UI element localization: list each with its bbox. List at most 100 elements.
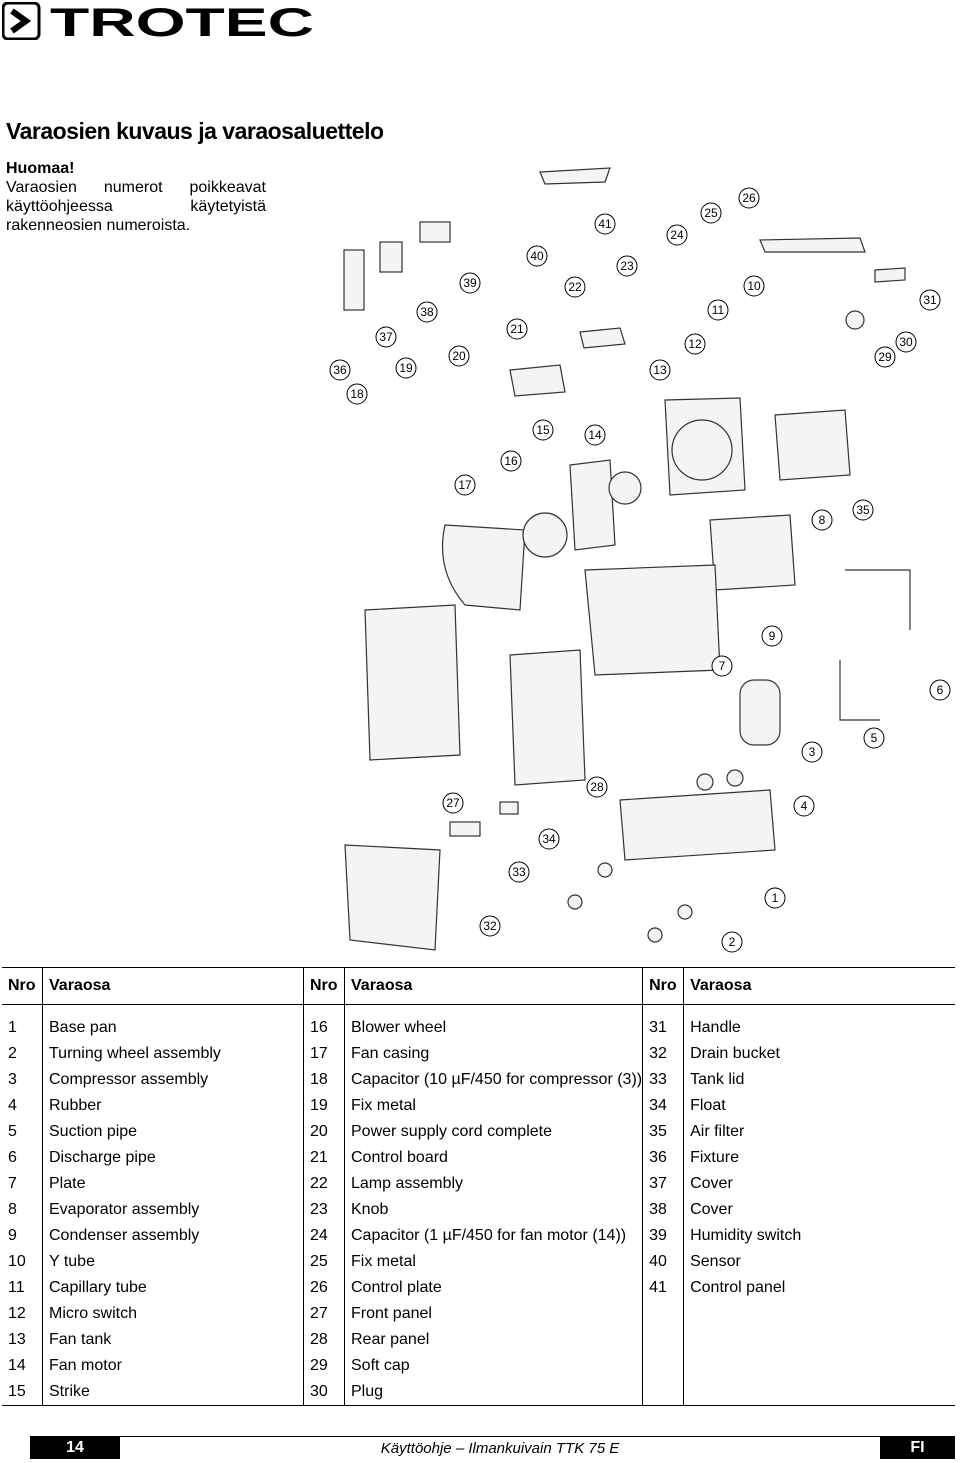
svg-text:21: 21 — [510, 322, 524, 336]
callout-7: 7 — [711, 655, 733, 677]
callout-22: 22 — [564, 276, 586, 298]
part-name-cell — [683, 1353, 955, 1379]
part-name-cell: Blower wheel — [343, 1004, 643, 1041]
header-part-3: Varaosa — [683, 967, 955, 1005]
svg-text:28: 28 — [590, 780, 604, 794]
part-number-cell: 32 — [642, 1041, 684, 1067]
svg-text:22: 22 — [568, 280, 582, 294]
part-name-cell: Evaporator assembly — [42, 1197, 304, 1223]
part-name-cell: Fan motor — [42, 1353, 304, 1379]
svg-text:23: 23 — [620, 259, 634, 273]
svg-text:1: 1 — [772, 891, 779, 905]
part-name-cell: Cover — [683, 1171, 955, 1197]
part-number-cell: 35 — [642, 1119, 684, 1145]
svg-text:2: 2 — [729, 935, 736, 949]
part-suction-pipe — [839, 660, 880, 721]
svg-text:3: 3 — [809, 745, 816, 759]
part-number-cell: 39 — [642, 1223, 684, 1249]
callout-39: 39 — [459, 272, 481, 294]
part-compressor — [739, 679, 781, 746]
callouts: 1 2 3 4 5 6 7 8 9 10 11 12 13 14 15 16 1… — [329, 187, 951, 953]
part-name-cell: Fix metal — [343, 1249, 643, 1275]
svg-text:14: 14 — [588, 428, 602, 442]
part-drain-bucket — [344, 844, 441, 951]
svg-text:41: 41 — [598, 217, 612, 231]
part-number-cell: 28 — [303, 1327, 345, 1353]
document-title: Käyttöohje – Ilmankuivain TTK 75 E — [380, 1439, 620, 1457]
part-base-pan — [619, 789, 776, 861]
callout-37: 37 — [375, 326, 397, 348]
note-body: Varaosien numerot poikkeavat käyttö­ohje… — [6, 179, 266, 234]
callout-40: 40 — [526, 245, 548, 267]
part-float — [499, 801, 519, 815]
part-number-cell: 21 — [303, 1145, 345, 1171]
part-name-cell: Capacitor (1 µF/450 for fan motor (14)) — [343, 1223, 643, 1249]
callout-2: 2 — [721, 931, 743, 953]
callout-25: 25 — [700, 202, 722, 224]
callout-15: 15 — [532, 419, 554, 441]
part-number-cell: 2 — [8, 1045, 17, 1062]
trotec-logo: TROTEC — [2, 2, 314, 40]
header-part-2: Varaosa — [343, 967, 643, 1005]
part-number-cell: 7 — [8, 1175, 17, 1192]
part-number-cell: 29 — [303, 1353, 345, 1379]
part-number-cell: 18 — [303, 1067, 345, 1093]
language-code: FI — [880, 1437, 955, 1459]
part-soft-cap — [845, 310, 865, 330]
part-number-cell: 40 — [642, 1249, 684, 1275]
callout-16: 16 — [500, 450, 522, 472]
callout-14: 14 — [584, 424, 606, 446]
part-name-cell: Fan tank — [42, 1327, 304, 1353]
callout-1: 1 — [764, 887, 786, 909]
part-number-cell — [642, 1379, 684, 1406]
svg-text:8: 8 — [819, 513, 826, 527]
part-name-cell: Base pan — [42, 1004, 304, 1041]
part-lamp-assembly — [579, 327, 626, 349]
part-number-cell: 16 — [303, 1004, 345, 1041]
part-name-cell — [683, 1301, 955, 1327]
part-rear-panel — [509, 649, 586, 786]
part-strike — [569, 459, 616, 551]
part-number-cell: 20 — [303, 1119, 345, 1145]
header-part-1: Varaosa — [42, 967, 304, 1005]
callout-10: 10 — [743, 275, 765, 297]
part-number-cell: 6 — [8, 1149, 17, 1166]
svg-text:17: 17 — [458, 478, 472, 492]
part-control-plate — [759, 237, 866, 253]
callout-24: 24 — [666, 224, 688, 246]
part-name-cell: Sensor — [683, 1249, 955, 1275]
svg-text:35: 35 — [856, 503, 870, 517]
part-name-cell: Fixture — [683, 1145, 955, 1171]
callout-34: 34 — [538, 828, 560, 850]
part-name-cell: Capacitor (10 µF/450 for compressor (3)) — [343, 1067, 643, 1093]
callout-38: 38 — [416, 301, 438, 323]
part-name-cell: Compressor assembly — [42, 1067, 304, 1093]
part-name-cell: Control plate — [343, 1275, 643, 1301]
callout-17: 17 — [454, 474, 476, 496]
svg-text:25: 25 — [704, 206, 718, 220]
part-name-cell: Suction pipe — [42, 1119, 304, 1145]
callout-33: 33 — [508, 861, 530, 883]
part-name-cell: Control panel — [683, 1275, 955, 1301]
part-name-cell — [683, 1379, 955, 1406]
svg-text:16: 16 — [504, 454, 518, 468]
svg-text:26: 26 — [742, 191, 756, 205]
part-fan-tank-opening — [671, 419, 733, 481]
part-rubber-1 — [696, 773, 714, 791]
part-fan-casing — [442, 524, 526, 611]
callout-36: 36 — [329, 359, 351, 381]
part-number-cell: 8 — [8, 1201, 17, 1218]
part-number-cell: 9 — [8, 1227, 17, 1244]
callout-27: 27 — [442, 792, 464, 814]
header-nro-3: Nro — [642, 967, 684, 1005]
part-name-cell: Float — [683, 1093, 955, 1119]
part-wheel-1 — [597, 862, 613, 878]
callout-5: 5 — [863, 727, 885, 749]
part-name-cell: Front panel — [343, 1301, 643, 1327]
part-name-cell: Power supply cord complete — [343, 1119, 643, 1145]
